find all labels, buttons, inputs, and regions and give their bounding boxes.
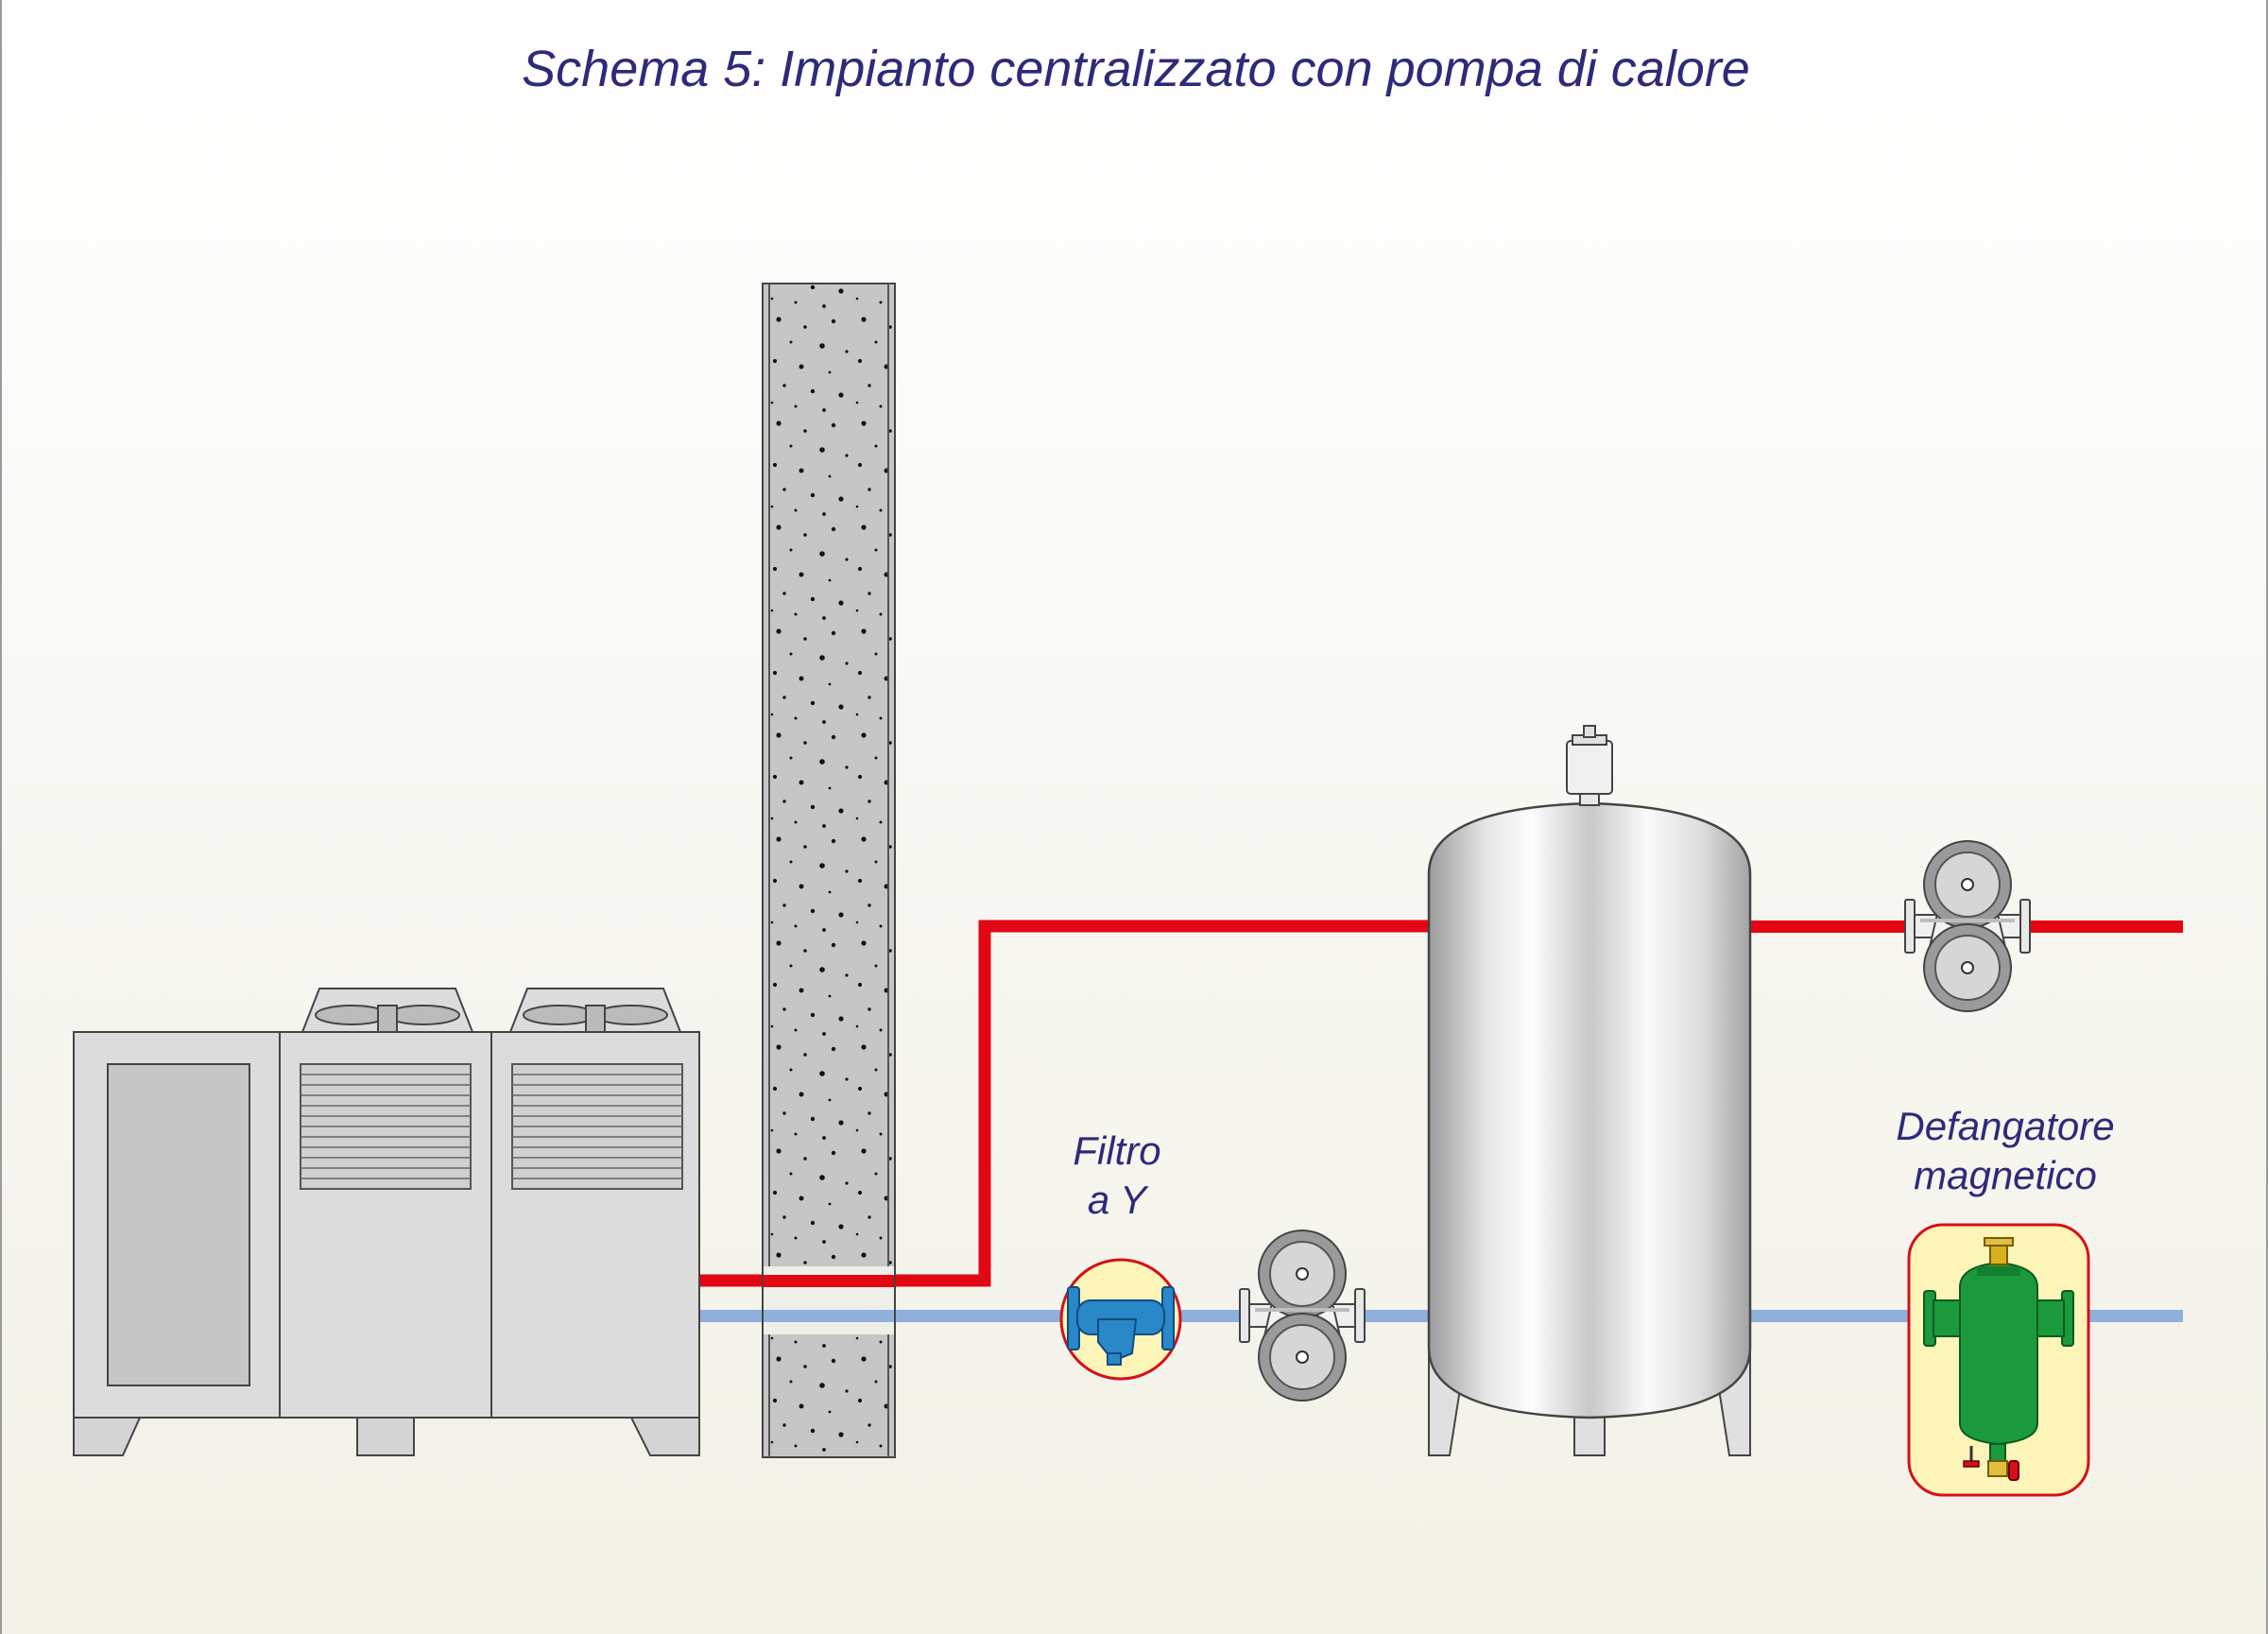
air-vent xyxy=(1566,725,1613,806)
circulation-pump xyxy=(1904,840,2031,1012)
concrete-wall xyxy=(762,283,896,1458)
magnetic-separator-label: Defangatore magnetico xyxy=(1835,1102,2175,1200)
circulation-pump xyxy=(1239,1230,1366,1402)
buffer-tank xyxy=(1427,725,1752,1456)
fan-housing xyxy=(301,988,474,1033)
fan-housing xyxy=(508,988,682,1033)
louver-grille xyxy=(300,1063,472,1190)
magnetic-separator-label-line1: Defangatore xyxy=(1896,1104,2115,1148)
y-filter-label-line2: a Y xyxy=(1087,1178,1147,1222)
access-panel xyxy=(107,1063,250,1386)
y-filter-label: Filtro a Y xyxy=(1032,1127,1202,1225)
diagram-title: Schema 5: Impianto centralizzato con pom… xyxy=(522,41,1750,97)
magnetic-dirt-separator xyxy=(1907,1223,2090,1497)
heat-pump-unit xyxy=(73,988,700,1456)
magnetic-separator-label-line2: magnetico xyxy=(1914,1153,2097,1197)
y-filter-label-line1: Filtro xyxy=(1073,1128,1161,1173)
louver-grille xyxy=(511,1063,683,1190)
y-filter xyxy=(1059,1258,1182,1381)
